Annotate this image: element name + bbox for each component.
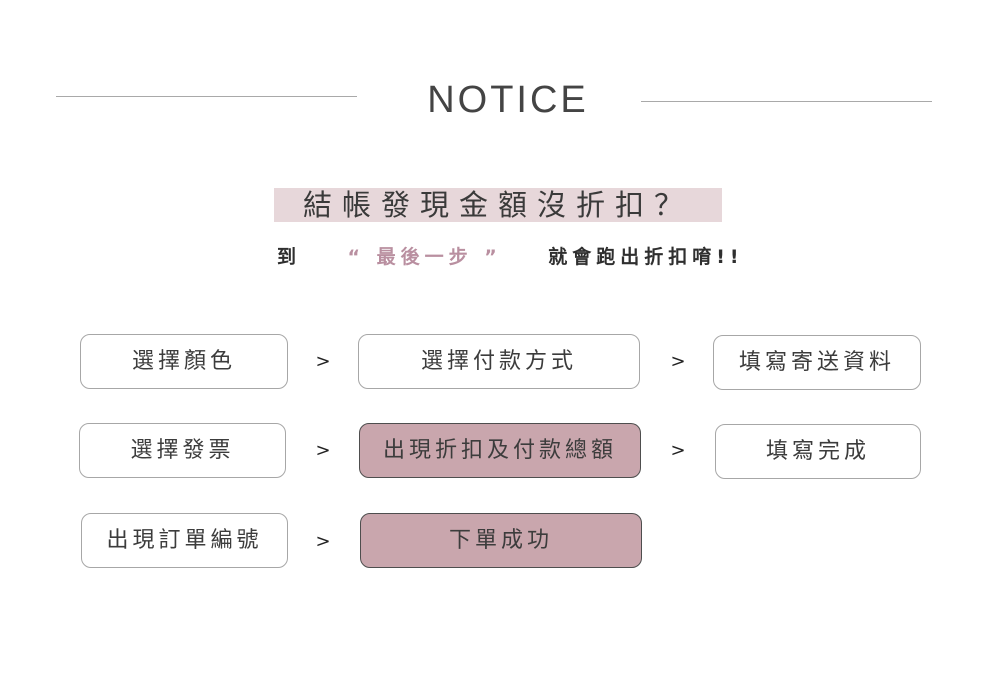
arrow-2: >: [670, 351, 686, 372]
subline-highlight: “ 最後一步 ”: [347, 246, 502, 268]
subline-suffix: 就會跑出折扣唷!!: [548, 246, 744, 268]
step-fill-complete: 填寫完成: [715, 424, 921, 479]
headline-text: 結帳發現金額沒折扣？: [302, 188, 693, 222]
notice-title: NOTICE: [427, 79, 589, 121]
step-select-payment: 選擇付款方式: [358, 334, 640, 389]
subline-prefix: 到: [277, 246, 302, 268]
headline-highlight: [274, 188, 722, 222]
title-rule-left: [56, 96, 357, 97]
step-select-invoice: 選擇發票: [79, 423, 286, 478]
title-rule-right: [641, 101, 932, 102]
arrow-3: >: [315, 440, 331, 461]
arrow-1: >: [315, 351, 331, 372]
step-discount-total: 出現折扣及付款總額: [359, 423, 641, 478]
arrow-4: >: [670, 440, 686, 461]
step-select-color: 選擇顏色: [80, 334, 288, 389]
step-fill-shipping: 填寫寄送資料: [713, 335, 921, 390]
step-order-number: 出現訂單編號: [81, 513, 288, 568]
step-order-success: 下單成功: [360, 513, 642, 568]
arrow-5: >: [315, 531, 331, 552]
subline: 到 “ 最後一步 ” 就會跑出折扣唷!!: [277, 244, 744, 270]
